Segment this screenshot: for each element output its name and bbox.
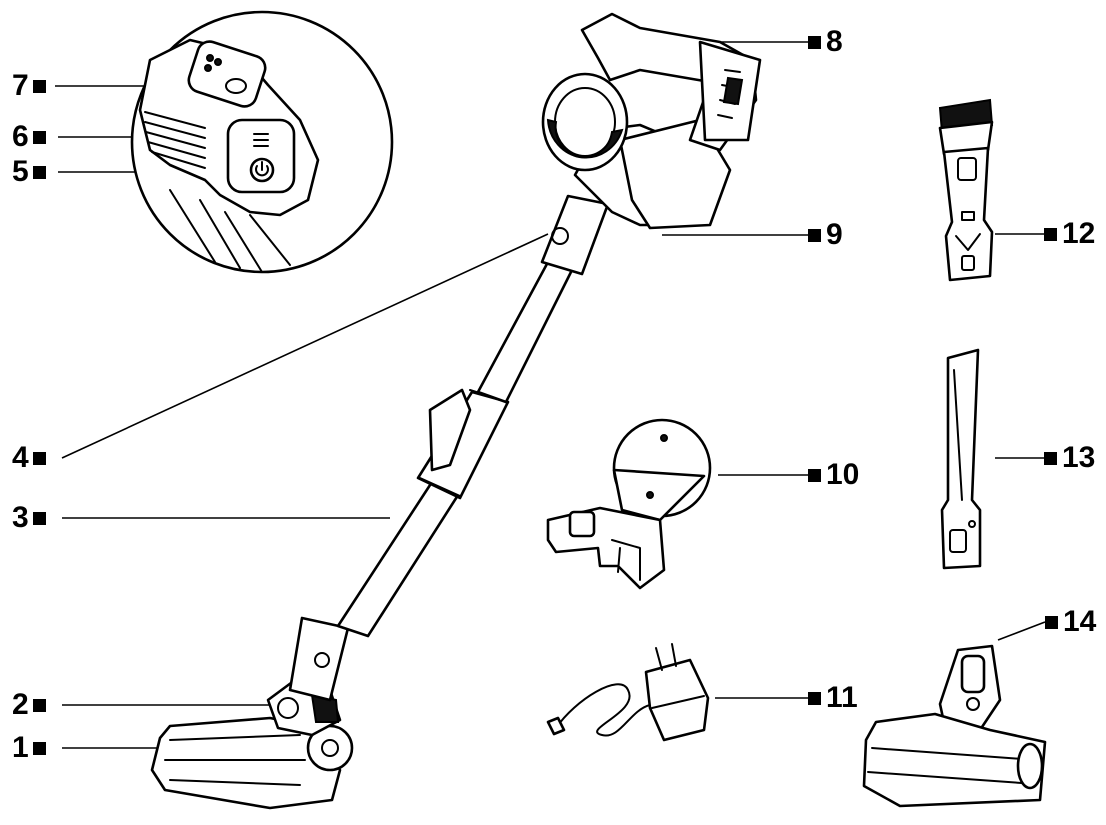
callout-marker <box>1044 451 1057 465</box>
callout-3: 3 <box>12 503 46 533</box>
callout-number: 14 <box>1063 605 1097 638</box>
callout-number: 5 <box>12 155 29 188</box>
detail-dot <box>214 58 222 66</box>
callout-12: 12 <box>1044 219 1095 249</box>
charger-cable <box>555 683 651 737</box>
callout-7: 7 <box>12 71 46 101</box>
callout-marker <box>32 741 46 755</box>
callout-number: 2 <box>12 688 29 721</box>
crevice-tool-latch <box>949 529 967 553</box>
callout-marker <box>808 691 821 705</box>
detail-button-panel <box>226 118 296 194</box>
callout-4: 4 <box>12 443 46 473</box>
callout-marker <box>1045 615 1058 629</box>
callout-number: 1 <box>12 731 29 764</box>
callout-9: 9 <box>808 220 843 250</box>
callout-1: 1 <box>12 733 46 763</box>
callout-number: 4 <box>12 441 29 474</box>
callout-marker <box>32 698 46 712</box>
bracket-holder-arm <box>546 506 666 590</box>
callout-marker <box>808 228 821 242</box>
callout-number: 7 <box>12 69 29 102</box>
callout-number: 8 <box>826 25 843 58</box>
detail-dot <box>206 54 214 62</box>
detail-grip-ribs <box>144 111 206 169</box>
callout-14: 14 <box>1045 607 1096 637</box>
mini-motorized-brush <box>862 644 1047 808</box>
callout-number: 3 <box>12 501 29 534</box>
control-panel-detail <box>130 10 394 274</box>
connector-band <box>419 477 461 497</box>
callout-marker <box>32 165 46 179</box>
power-symbol-icon <box>255 161 269 177</box>
cyclone-dark-band <box>546 118 624 159</box>
callout-number: 13 <box>1062 441 1096 474</box>
extension-tube-lower <box>336 480 462 638</box>
neck-knob <box>277 697 299 719</box>
mini-brush-roller <box>867 747 1037 785</box>
leader-line-14 <box>997 621 1046 641</box>
mini-brush-knob <box>966 697 980 711</box>
floor-brush-roller <box>164 734 306 786</box>
brush-tool-body <box>942 146 994 282</box>
callout-number: 9 <box>826 218 843 251</box>
dusting-brush-tool <box>938 98 994 282</box>
bracket-holder-peg <box>568 510 596 538</box>
mini-brush-end-cap <box>1016 742 1044 790</box>
crevice-tool-body <box>940 348 982 570</box>
callout-6: 6 <box>12 122 46 152</box>
detail-indicator-ring <box>225 78 247 94</box>
charger-plug-tip <box>546 716 566 736</box>
callout-8: 8 <box>808 27 843 57</box>
charger-adapter <box>546 643 710 742</box>
callout-2: 2 <box>12 690 46 720</box>
crevice-tool <box>940 348 982 570</box>
bracket-screw-hole <box>660 434 668 442</box>
crevice-tool-edge <box>953 369 963 501</box>
vacuum-main-unit <box>150 12 762 810</box>
leader-line-4 <box>61 233 549 459</box>
charger-prong <box>671 643 677 667</box>
detail-lower-frame <box>169 189 291 273</box>
brush-tool-latch <box>957 157 977 181</box>
callout-5: 5 <box>12 157 46 187</box>
charger-prong <box>655 647 663 671</box>
floor-brush-wheel-hub <box>321 739 339 757</box>
collar-button <box>314 652 330 668</box>
callout-marker <box>1044 227 1057 241</box>
charger-brick <box>644 658 710 742</box>
callout-number: 11 <box>826 681 858 714</box>
bracket-holder-slot <box>611 539 641 581</box>
detail-dot <box>204 64 212 72</box>
tube-middle-handle <box>428 388 472 472</box>
callout-number: 6 <box>12 120 29 153</box>
brush-tool-button <box>961 211 975 221</box>
bracket-screw-hole <box>646 491 654 499</box>
callout-number: 10 <box>826 458 860 491</box>
callout-10: 10 <box>808 460 859 490</box>
callout-marker <box>808 35 821 49</box>
callout-marker <box>32 511 46 525</box>
callout-marker <box>808 468 821 482</box>
callout-marker <box>32 451 46 465</box>
callout-11: 11 <box>808 683 858 713</box>
mini-brush-latch <box>960 654 986 694</box>
brush-tool-slot <box>961 255 975 271</box>
callout-marker <box>32 79 46 93</box>
charger-brick-edge <box>651 695 705 709</box>
extension-tube-upper <box>476 260 574 404</box>
upper-collar-button <box>551 227 569 245</box>
brush-tool-notch <box>955 233 981 251</box>
crevice-tool-pin <box>968 520 976 528</box>
battery-dark-slot <box>722 76 744 106</box>
lower-tube-collar <box>288 616 350 702</box>
wall-mount-bracket <box>546 418 712 590</box>
callout-marker <box>32 130 46 144</box>
callout-13: 13 <box>1044 443 1095 473</box>
mini-brush-head <box>862 712 1047 808</box>
callout-number: 12 <box>1062 217 1096 250</box>
